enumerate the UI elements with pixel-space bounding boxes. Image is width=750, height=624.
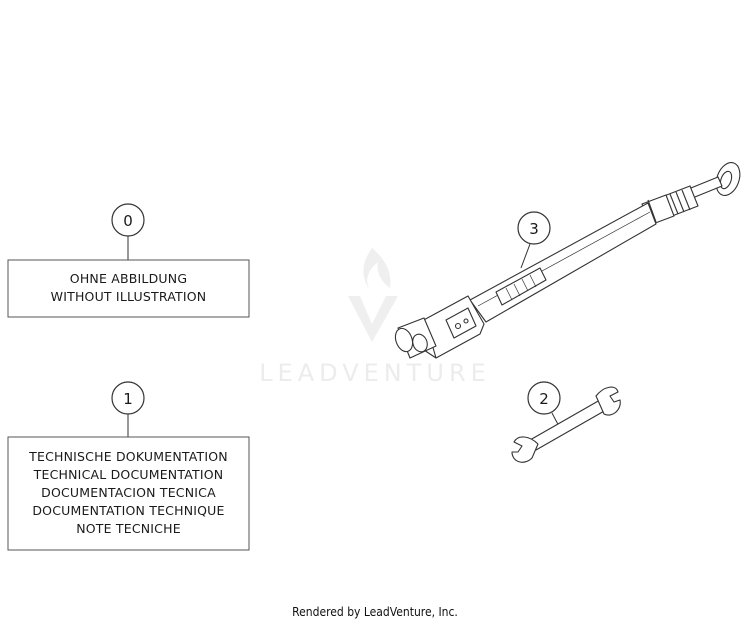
- box-1-frame: [7, 436, 250, 551]
- footer-credit: Rendered by LeadVenture, Inc.: [292, 605, 458, 619]
- torque-wrench-icon[interactable]: [392, 159, 744, 359]
- callout-0-label: 0: [123, 212, 133, 230]
- callout-3[interactable]: 3: [517, 211, 551, 269]
- box-1-technical-documentation: TECHNISCHE DOKUMENTATION TECHNICAL DOCUM…: [7, 436, 250, 551]
- watermark: LEADVENTURE: [259, 248, 491, 387]
- box-1-line-4: DOCUMENTATION TECHNIQUE: [32, 503, 224, 518]
- box-0-line-1: OHNE ABBILDUNG: [70, 271, 187, 286]
- open-end-wrench-icon[interactable]: [511, 386, 621, 463]
- callout-2-label: 2: [539, 390, 549, 408]
- callout-2-circle: [527, 381, 561, 415]
- box-1-line-5: NOTE TECNICHE: [76, 521, 181, 536]
- callout-1-label: 1: [123, 390, 133, 408]
- box-0-frame: [7, 259, 250, 318]
- box-1-line-2: TECHNICAL DOCUMENTATION: [33, 467, 224, 482]
- callout-2[interactable]: 2: [527, 381, 563, 433]
- box-1-line-3: DOCUMENTACION TECNICA: [41, 485, 216, 500]
- callout-3-label: 3: [529, 220, 539, 238]
- callout-1[interactable]: 1: [111, 381, 145, 437]
- callout-3-circle: [517, 211, 551, 245]
- watermark-text: LEADVENTURE: [259, 359, 491, 387]
- box-0-without-illustration: OHNE ABBILDUNG WITHOUT ILLUSTRATION: [7, 259, 250, 318]
- box-0-line-2: WITHOUT ILLUSTRATION: [51, 289, 207, 304]
- callout-0[interactable]: 0: [111, 203, 145, 260]
- box-1-line-1: TECHNISCHE DOKUMENTATION: [28, 449, 228, 464]
- callout-3-leader: [520, 243, 531, 269]
- watermark-logo-icon: [348, 248, 398, 342]
